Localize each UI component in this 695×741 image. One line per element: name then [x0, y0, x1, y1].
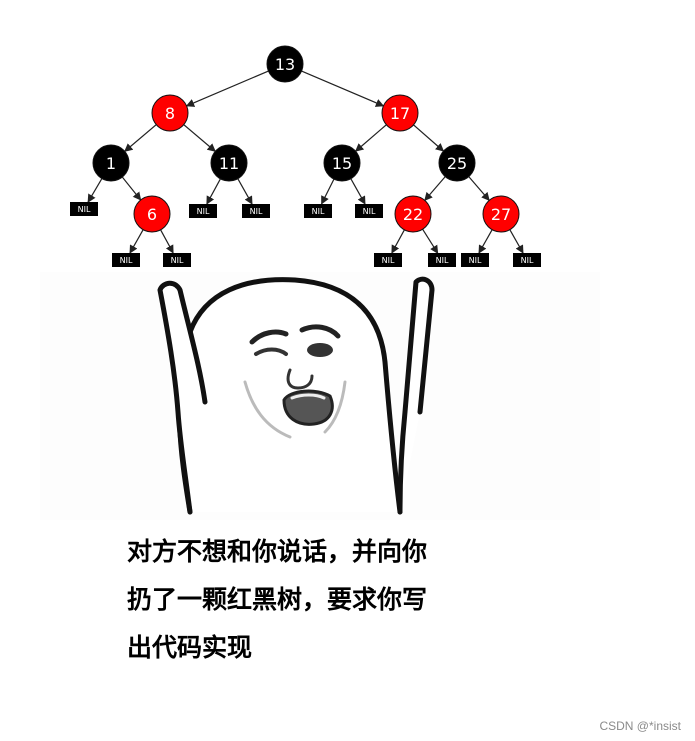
tree-node-6: 6 — [133, 195, 171, 233]
nil-leaf-label: NIL — [382, 256, 395, 265]
nil-leaf: NIL — [112, 253, 140, 267]
nil-leaf: NIL — [163, 253, 191, 267]
tree-edge — [413, 124, 445, 152]
nil-leaf-box — [374, 253, 402, 267]
nil-leaf: NIL — [70, 202, 98, 216]
tree-edge — [391, 229, 405, 254]
nil-leaf: NIL — [461, 253, 489, 267]
nil-leaf: NIL — [513, 253, 541, 267]
tree-node-1: 1 — [92, 144, 130, 182]
tree-node-label: 13 — [275, 55, 295, 74]
nil-leaf-box — [70, 202, 98, 216]
tree-node-circle — [381, 94, 419, 132]
tree-edge — [301, 70, 385, 107]
nil-leaf-box — [242, 204, 270, 218]
caption-line-2: 扔了一颗红黑树，要求你写 — [127, 585, 428, 614]
nil-leaf-box — [355, 204, 383, 218]
tree-node-circle — [482, 195, 520, 233]
tree-node-15: 15 — [323, 144, 361, 182]
nil-leaf-box — [163, 253, 191, 267]
nil-leaf-box — [112, 253, 140, 267]
nil-leaf-label: NIL — [469, 256, 482, 265]
tree-edge — [129, 229, 144, 254]
nil-leaf-box — [189, 204, 217, 218]
tree-edge — [124, 124, 157, 152]
tree-node-circle — [210, 144, 248, 182]
tree-node-label: 1 — [106, 154, 116, 173]
caption-line-1: 对方不想和你说话，并向你 — [127, 537, 428, 566]
nil-leaf: NIL — [304, 204, 332, 218]
tree-edges — [87, 70, 524, 254]
tree-node-label: 27 — [491, 205, 511, 224]
tree-edge — [321, 178, 335, 205]
tree-node-circle — [438, 144, 476, 182]
red-black-tree-diagram: NIL NIL NIL NIL NIL NIL NIL NIL NIL NIL NIL 13 8 17 1… — [70, 45, 541, 267]
tree-edge — [478, 229, 493, 254]
tree-edge — [183, 124, 216, 152]
nil-leaf-label: NIL — [436, 256, 449, 265]
tree-edge — [422, 228, 439, 254]
tree-node-circle — [394, 195, 432, 233]
tree-node-27: 27 — [482, 195, 520, 233]
nil-leaf: NIL — [242, 204, 270, 218]
nil-leaf: NIL — [189, 204, 217, 218]
tree-edge — [350, 178, 366, 205]
nil-leaf: NIL — [355, 204, 383, 218]
nil-leaf-label: NIL — [250, 207, 263, 216]
tree-edge — [354, 124, 387, 152]
tree-node-label: 15 — [332, 154, 352, 173]
csdn-watermark: CSDN @*insist — [599, 719, 681, 733]
tree-node-label: 25 — [447, 154, 467, 173]
nil-leaf-box — [428, 253, 456, 267]
nil-leaf-label: NIL — [171, 256, 184, 265]
nil-leaf: NIL — [374, 253, 402, 267]
tree-node-label: 22 — [403, 205, 423, 224]
tree-edge — [121, 176, 142, 201]
tree-node-circle — [323, 144, 361, 182]
tree-node-8: 8 — [151, 94, 189, 132]
tree-edge — [509, 229, 524, 254]
nil-leaf-box — [461, 253, 489, 267]
tree-edge — [160, 229, 174, 254]
tree-node-label: 6 — [147, 205, 157, 224]
meme-character-illustration — [40, 272, 600, 520]
tree-node-13: 13 — [266, 45, 304, 83]
tree-edge — [237, 178, 253, 205]
tree-node-circle — [151, 94, 189, 132]
nil-leaf-label: NIL — [312, 207, 325, 216]
tree-edge — [424, 176, 446, 202]
tree-edge — [87, 178, 103, 203]
tree-edge — [206, 178, 221, 205]
nil-leaf-label: NIL — [197, 207, 210, 216]
nil-leaf: NIL — [428, 253, 456, 267]
tree-nil-leaves: NIL NIL NIL NIL NIL NIL NIL NIL NIL NIL NIL — [70, 202, 541, 267]
tree-node-label: 11 — [219, 154, 239, 173]
tree-edge — [468, 176, 490, 202]
nil-leaf-label: NIL — [363, 207, 376, 216]
caption-line-3: 出代码实现 — [127, 633, 253, 662]
nil-leaf-label: NIL — [78, 205, 91, 214]
nil-leaf-label: NIL — [120, 256, 133, 265]
tree-edge — [185, 70, 269, 107]
tree-node-circle — [92, 144, 130, 182]
nil-leaf-box — [304, 204, 332, 218]
tree-node-22: 22 — [394, 195, 432, 233]
tree-node-label: 8 — [165, 104, 175, 123]
tree-node-circle — [133, 195, 171, 233]
tree-node-25: 25 — [438, 144, 476, 182]
tree-node-17: 17 — [381, 94, 419, 132]
tree-node-label: 17 — [390, 104, 410, 123]
tree-node-11: 11 — [210, 144, 248, 182]
tree-node-circle — [266, 45, 304, 83]
nil-leaf-box — [513, 253, 541, 267]
nil-leaf-label: NIL — [521, 256, 534, 265]
